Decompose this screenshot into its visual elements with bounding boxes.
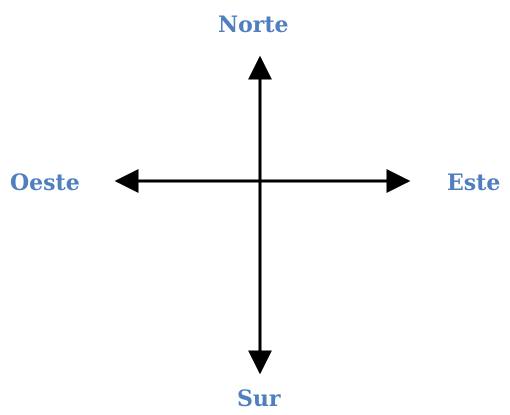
west-label: Oeste — [10, 170, 80, 196]
east-label: Este — [447, 170, 501, 196]
south-label: Sur — [237, 386, 281, 412]
north-label: Norte — [218, 12, 289, 38]
